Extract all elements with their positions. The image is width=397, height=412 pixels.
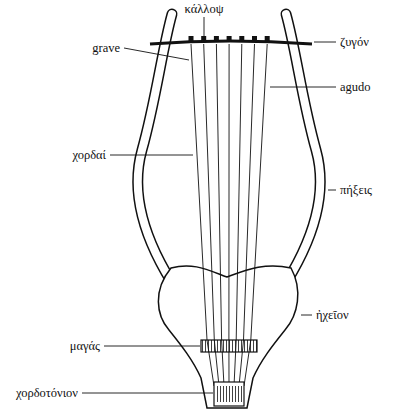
- leader-lines: [82, 17, 336, 393]
- peg: [252, 36, 257, 42]
- part-label: μαγάς: [70, 340, 100, 353]
- string: [191, 44, 214, 386]
- sound-box: [158, 266, 297, 408]
- peg: [239, 36, 244, 42]
- string: [244, 44, 267, 386]
- tailpiece-hatch: [216, 386, 242, 402]
- part-label: πήξεις: [340, 184, 372, 197]
- peg: [214, 36, 219, 42]
- part-label: χορδαί: [72, 149, 106, 162]
- part-label: ζυγόν: [340, 36, 369, 49]
- string: [228, 44, 229, 386]
- string: [234, 44, 242, 386]
- peg: [265, 36, 270, 42]
- tailpiece: [214, 382, 244, 406]
- string: [204, 44, 219, 386]
- part-label: κάλλοψ: [185, 3, 224, 16]
- peg: [227, 36, 232, 42]
- peg: [189, 36, 194, 42]
- strings: [191, 44, 267, 386]
- peg: [201, 36, 206, 42]
- part-label: agudo: [340, 81, 371, 94]
- pegs: [189, 36, 270, 42]
- part-label: ἠχεῖον: [316, 309, 349, 322]
- part-label: χορδοτόνιον: [16, 387, 78, 400]
- bridge: [201, 340, 257, 352]
- part-label: grave: [92, 42, 120, 55]
- string: [239, 44, 255, 386]
- string: [216, 44, 224, 386]
